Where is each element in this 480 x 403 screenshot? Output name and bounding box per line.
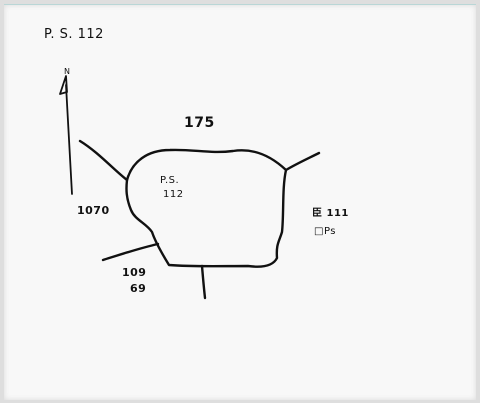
north-arrow: N (59, 67, 73, 195)
bottom-label-line1: 109 (122, 266, 146, 279)
top-label: 175 (184, 115, 215, 131)
boundary-line-northeast (284, 151, 321, 172)
boundary-line-southwest (101, 242, 160, 262)
boundary-line-northwest (78, 139, 129, 182)
right-label-line2: □Ps (314, 226, 336, 237)
left-label: 1070 (77, 204, 110, 217)
paper-sheet (4, 4, 476, 400)
right-label-line1: 臣 111 (312, 207, 349, 219)
center-label-line1: P.S. (160, 175, 179, 186)
center-label-line2: 112 (163, 189, 184, 200)
boundary-line-south (200, 264, 207, 300)
map-title: P. S. 112 (44, 27, 104, 42)
north-label: N (64, 67, 70, 76)
bottom-label-line2: 69 (130, 282, 146, 295)
parcel-boundary (125, 148, 288, 268)
